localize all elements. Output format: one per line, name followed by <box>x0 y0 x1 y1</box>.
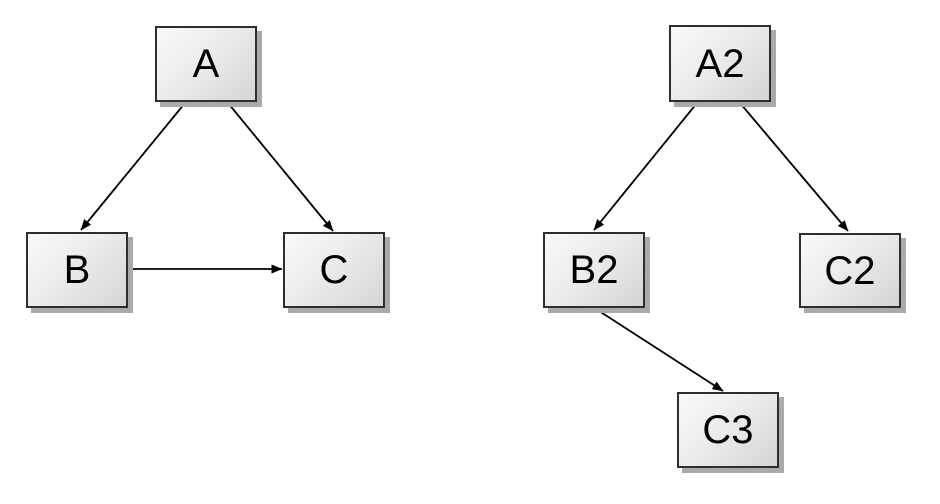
node-label: C2 <box>824 248 876 293</box>
node-C2: C2 <box>799 233 901 308</box>
edge-A-to-C <box>227 102 334 232</box>
node-label: B2 <box>569 248 619 292</box>
node-label: A2 <box>695 41 745 86</box>
node-B2: B2 <box>543 232 645 308</box>
edge-A2-to-B2 <box>593 102 698 231</box>
node-label: A <box>192 42 220 86</box>
node-A2: A2 <box>669 25 771 102</box>
edge-A2-to-C2 <box>739 102 849 232</box>
node-C: C <box>283 232 385 308</box>
node-label: C3 <box>702 408 754 452</box>
edge-B2-to-C3 <box>595 308 724 392</box>
node-B: B <box>26 232 128 308</box>
node-label: B <box>63 248 91 292</box>
node-A: A <box>155 26 257 102</box>
edge-A-to-B <box>80 102 186 231</box>
node-label: C <box>319 248 349 292</box>
node-C3: C3 <box>677 392 779 468</box>
